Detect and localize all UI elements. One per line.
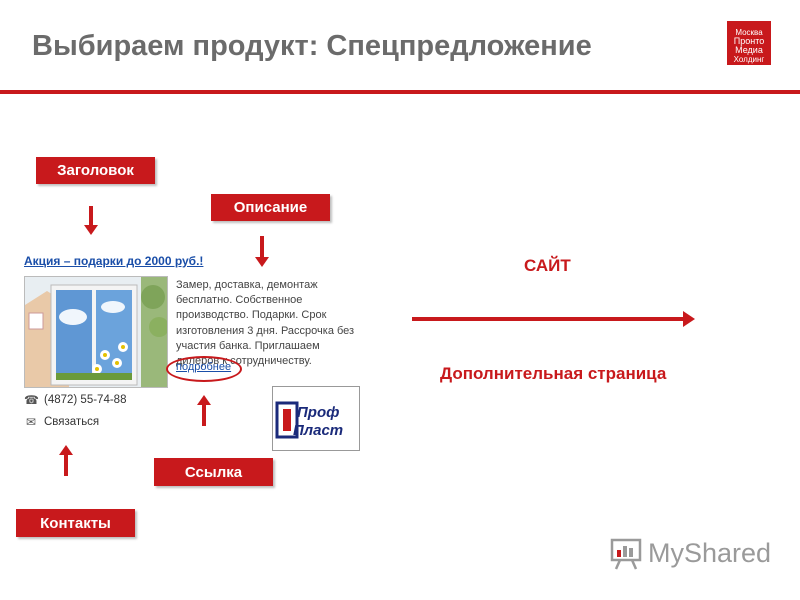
presentation-board-icon [610, 538, 642, 570]
header-arrow-down [84, 206, 98, 235]
slide-title: Выбираем продукт: Спецпредложение [32, 30, 592, 62]
link-callout: Ссылка [154, 458, 273, 486]
contacts-callout: Контакты [16, 509, 135, 537]
extra-page-label: Дополнительная страница [440, 364, 667, 383]
link-arrow-up [197, 395, 211, 426]
logo-line: Москва [735, 28, 763, 37]
phone-number: (4872) 55-74-88 [44, 394, 127, 406]
description-callout: Описание [211, 194, 330, 221]
ad-window-image [24, 276, 168, 388]
profplast-logo: Проф Пласт [272, 386, 360, 451]
contact-link-row[interactable]: ✉ Связаться [24, 415, 99, 429]
logo-line: Пронто [733, 36, 765, 46]
contact-link[interactable]: Связаться [44, 416, 100, 428]
ad-title-link[interactable]: Акция – подарки до 2000 руб.! [24, 254, 204, 268]
description-arrow-down [255, 236, 269, 267]
link-highlight-circle [166, 356, 242, 382]
envelope-icon: ✉ [25, 415, 37, 429]
brand-word: Проф [297, 404, 339, 421]
pronto-media-logo: Москва Пронто Медиа Холдинг [727, 21, 771, 65]
contacts-arrow-up [59, 445, 73, 476]
header-callout: Заголовок [36, 157, 155, 184]
logo-line: Холдинг [733, 55, 765, 64]
window-illustration-icon [25, 277, 167, 387]
myshared-watermark: MyShared [610, 536, 771, 570]
logo-line: Медиа [735, 45, 763, 55]
header-divider [0, 90, 800, 94]
profplast-logo-icon: Проф Пласт [275, 401, 343, 439]
site-label: САЙТ [524, 256, 571, 275]
brand-word: Пласт [293, 422, 343, 439]
phone-contact: ☎ (4872) 55-74-88 [24, 393, 126, 407]
phone-icon: ☎ [24, 393, 39, 407]
site-arrow [412, 311, 695, 327]
watermark-text: MyShared [648, 537, 772, 568]
